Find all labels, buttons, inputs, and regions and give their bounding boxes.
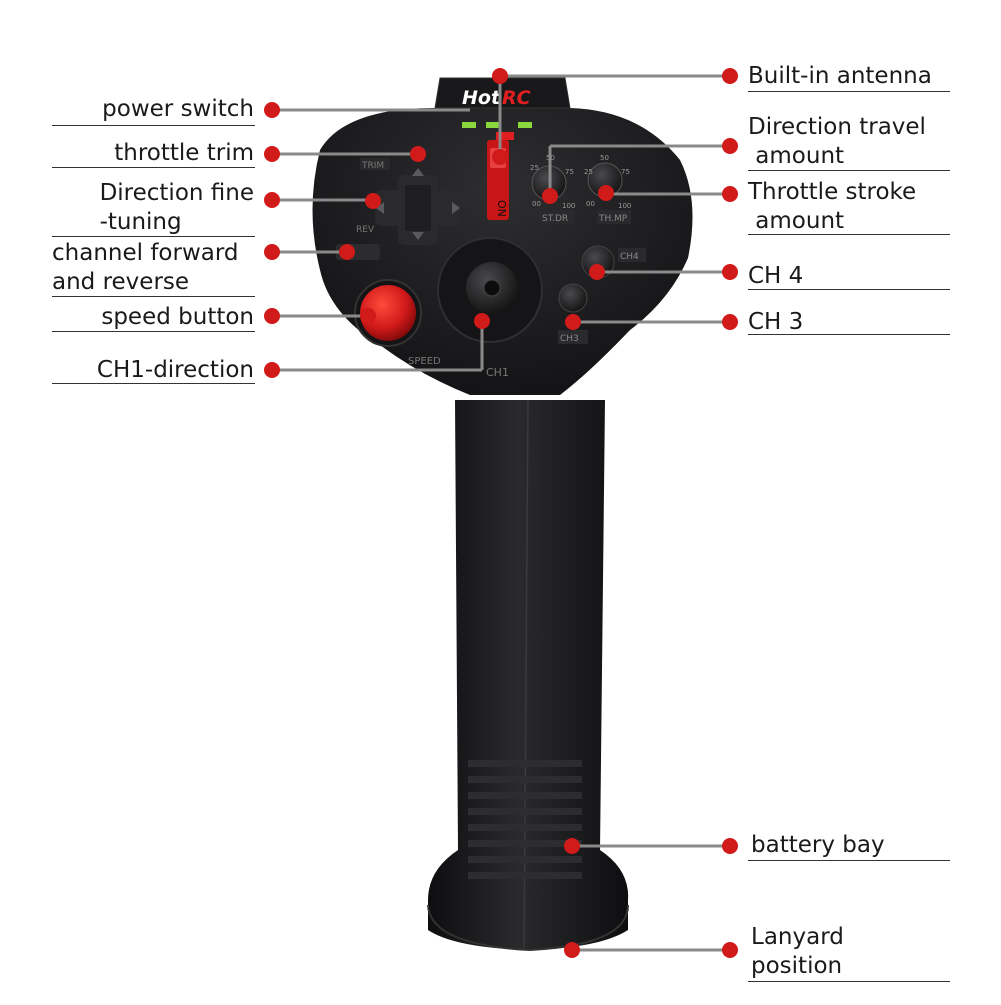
underline-built-in-antenna bbox=[748, 91, 950, 92]
label-ch4: CH 4 bbox=[748, 263, 804, 289]
label-battery-bay: battery bay bbox=[751, 832, 885, 858]
hotrc-logo-hot: Hot bbox=[462, 87, 501, 109]
underline-direction-travel-amount bbox=[748, 170, 950, 171]
label-lanyard-position: Lanyard position bbox=[751, 924, 844, 979]
dot-ch3 bbox=[565, 314, 581, 330]
dot-throttle-stroke bbox=[598, 185, 614, 201]
dot-power-switch-left bbox=[264, 102, 280, 118]
dot-speed-left bbox=[264, 308, 280, 324]
dot-direction-travel bbox=[542, 188, 558, 204]
underline-throttle-trim bbox=[52, 167, 255, 168]
ch1-joystick-center bbox=[483, 279, 501, 297]
underline-channel-forward-reverse bbox=[52, 296, 255, 297]
label-direction-travel-amount: Direction travel amount bbox=[748, 114, 926, 169]
thmp-text: TH.MP bbox=[598, 214, 628, 224]
dot-lanyard-right bbox=[722, 942, 738, 958]
antenna-hood bbox=[434, 77, 571, 109]
label-throttle-stroke-amount: Throttle stroke amount bbox=[748, 179, 917, 234]
hotrc-logo-rc: RC bbox=[502, 87, 531, 109]
dot-direction-travel-right bbox=[722, 138, 738, 154]
underline-speed-button bbox=[52, 331, 255, 332]
dial-scale-text: 00 bbox=[586, 200, 595, 208]
dot-channel-reverse bbox=[339, 244, 355, 260]
dot-ch4-right bbox=[722, 264, 738, 280]
underline-battery-bay bbox=[748, 860, 950, 861]
rev-text: REV bbox=[356, 225, 375, 235]
trim-label-bg bbox=[360, 158, 390, 170]
ch4-text: CH4 bbox=[620, 252, 639, 262]
underline-lanyard-position bbox=[748, 981, 950, 982]
underline-ch4 bbox=[748, 289, 950, 290]
dot-throttle-trim bbox=[410, 146, 426, 162]
label-power-switch: power switch bbox=[102, 96, 254, 122]
trim-text: TRIM bbox=[361, 161, 384, 171]
led-2 bbox=[486, 122, 500, 128]
dot-throttle-stroke-right bbox=[722, 186, 738, 202]
dial-scale-text: 25 bbox=[530, 164, 539, 172]
dot-antenna-right bbox=[722, 68, 738, 84]
dot-speed bbox=[360, 308, 376, 324]
dial-scale-text: 00 bbox=[532, 200, 541, 208]
dial-scale-text: 75 bbox=[621, 168, 630, 176]
dial-scale-text: 75 bbox=[565, 168, 574, 176]
direction-dpad bbox=[375, 168, 461, 245]
underline-ch1-direction bbox=[52, 383, 255, 384]
label-built-in-antenna: Built-in antenna bbox=[748, 63, 932, 89]
speed-button-red bbox=[360, 285, 416, 341]
underline-throttle-stroke-amount bbox=[748, 234, 950, 235]
led-3 bbox=[518, 122, 532, 128]
speed-text: SPEED bbox=[408, 356, 441, 367]
callout-dots bbox=[264, 68, 738, 958]
dot-antenna bbox=[492, 68, 508, 84]
dot-throttle-trim-left bbox=[264, 146, 280, 162]
dot-ch1 bbox=[474, 313, 490, 329]
grip-base bbox=[427, 904, 629, 952]
dot-battery-bay-right bbox=[722, 838, 738, 854]
label-channel-forward-reverse: channel forward and reverse bbox=[52, 240, 239, 295]
label-ch1-direction: CH1-direction bbox=[96, 357, 254, 383]
dot-channel-reverse-left bbox=[264, 244, 280, 260]
underline-ch3 bbox=[748, 334, 950, 335]
dot-lanyard bbox=[564, 942, 580, 958]
dial-scale-text: 25 bbox=[584, 168, 593, 176]
power-on-text: ON bbox=[495, 200, 508, 217]
dial-scale-text: 100 bbox=[618, 202, 631, 210]
leader-lines bbox=[272, 74, 730, 952]
led-1 bbox=[462, 122, 476, 128]
dial-scale-text: 50 bbox=[600, 154, 609, 162]
transmitter-head bbox=[312, 78, 693, 395]
dot-ch3-right bbox=[722, 314, 738, 330]
led-4 bbox=[496, 132, 514, 140]
ch1-text: CH1 bbox=[486, 366, 509, 379]
dot-battery-bay bbox=[564, 838, 580, 854]
battery-bay-ribs bbox=[468, 760, 582, 879]
label-speed-button: speed button bbox=[101, 304, 254, 330]
label-direction-fine-tuning: Direction fine -tuning bbox=[99, 180, 254, 235]
underline-direction-fine-tuning bbox=[52, 236, 255, 237]
dot-ch1-left bbox=[264, 362, 280, 378]
dot-ch4 bbox=[589, 264, 605, 280]
label-throttle-trim: throttle trim bbox=[114, 140, 254, 166]
dot-direction-fine-left bbox=[264, 192, 280, 208]
dot-power-switch bbox=[492, 149, 508, 165]
ch3-text: CH3 bbox=[560, 334, 579, 344]
label-ch3: CH 3 bbox=[748, 309, 804, 335]
underline-power-switch bbox=[52, 125, 255, 126]
stdr-text: ST.DR bbox=[542, 214, 568, 224]
dot-direction-fine bbox=[365, 193, 381, 209]
dial-scale-text: 100 bbox=[562, 202, 575, 210]
ch3-button bbox=[558, 283, 588, 313]
